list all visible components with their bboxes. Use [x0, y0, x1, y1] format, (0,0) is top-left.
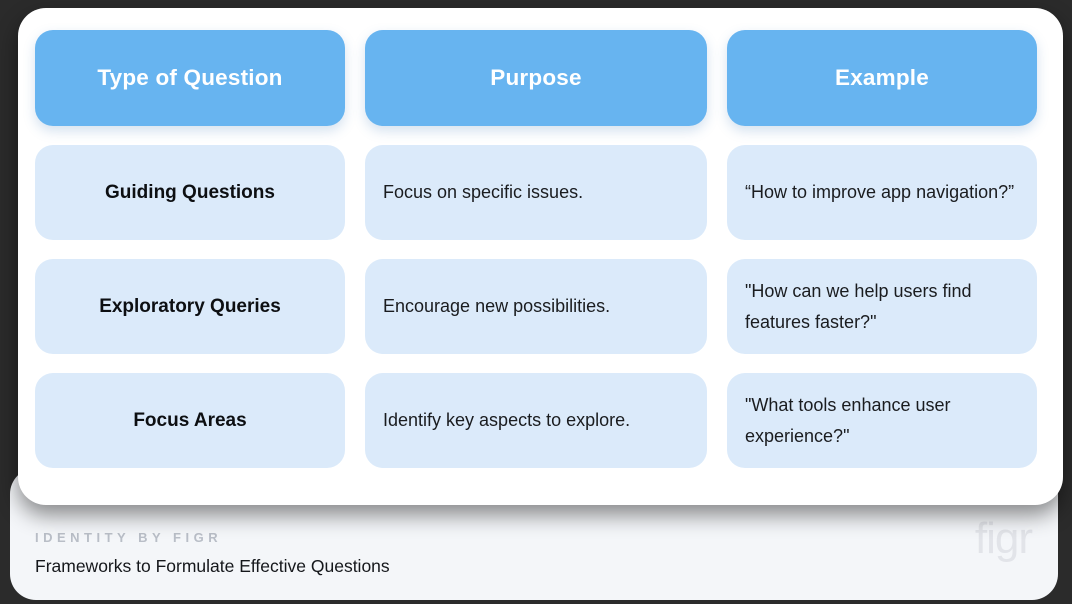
row-2-type-cell: Exploratory Queries	[35, 259, 345, 354]
figr-logo: figr	[974, 514, 1033, 563]
table-card: Type of Question Purpose Example Guiding…	[18, 8, 1063, 505]
row-1-type-cell: Guiding Questions	[35, 145, 345, 240]
footer-eyebrow: IDENTITY BY FIGR	[35, 530, 223, 545]
row-2-example-cell: "How can we help users find features fas…	[727, 259, 1037, 354]
row-3-example-cell: "What tools enhance user experience?"	[727, 373, 1037, 468]
column-header-example: Example	[727, 30, 1037, 126]
row-1-example-cell: “How to improve app navigation?”	[727, 145, 1037, 240]
table-grid: Type of Question Purpose Example Guiding…	[35, 30, 1037, 468]
row-3-type-cell: Focus Areas	[35, 373, 345, 468]
column-header-type-of-question: Type of Question	[35, 30, 345, 126]
row-2-purpose-cell: Encourage new possibilities.	[365, 259, 707, 354]
row-3-purpose-cell: Identify key aspects to explore.	[365, 373, 707, 468]
footer-title: Frameworks to Formulate Effective Questi…	[35, 556, 390, 576]
row-1-purpose-cell: Focus on specific issues.	[365, 145, 707, 240]
column-header-purpose: Purpose	[365, 30, 707, 126]
